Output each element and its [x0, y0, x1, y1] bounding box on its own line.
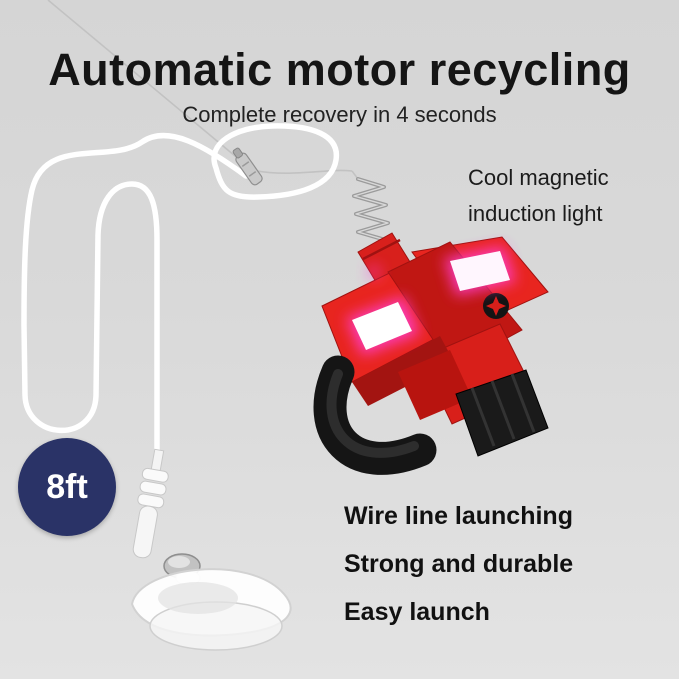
feature-list: Wire line launching Strong and durable E…	[344, 502, 573, 646]
distance-badge-label: 8ft	[46, 467, 88, 506]
red-wrist-launcher-toy	[313, 232, 549, 475]
feature-easy-launch: Easy launch	[344, 598, 490, 626]
page-subtitle: Complete recovery in 4 seconds	[182, 102, 497, 127]
metal-spring	[352, 177, 391, 251]
feature-wire-line-launching: Wire line launching	[344, 502, 573, 530]
feature-strong-and-durable: Strong and durable	[344, 550, 574, 578]
distance-badge: 8ft	[18, 438, 116, 536]
magnetic-light-line1: Cool magnetic	[468, 165, 609, 190]
suction-cup-dart	[130, 448, 292, 651]
white-launch-wire	[21, 123, 340, 461]
magnetic-light-line2: induction light	[468, 201, 603, 226]
metal-clip	[232, 147, 263, 186]
page-title: Automatic motor recycling	[48, 44, 631, 95]
magnetic-light-callout: Cool magnetic induction light	[468, 160, 609, 232]
